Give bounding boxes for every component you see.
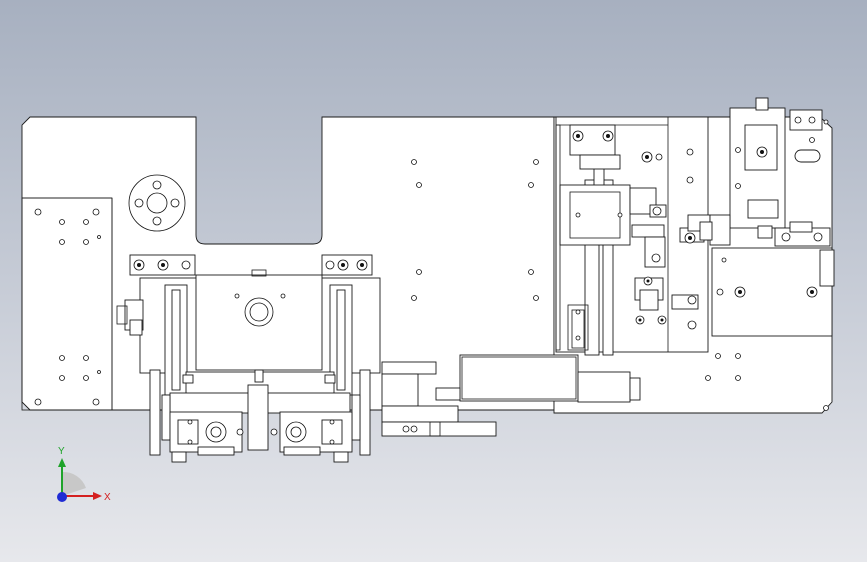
feed-channel bbox=[381, 361, 497, 437]
vertical-guide bbox=[559, 124, 631, 356]
valve-block-left bbox=[169, 411, 244, 463]
triad-z-axis bbox=[57, 492, 67, 502]
linear-cylinder bbox=[459, 354, 579, 402]
valve-block-right bbox=[270, 411, 353, 463]
coordinate-triad: X Y bbox=[57, 446, 111, 503]
triad-y-label: Y bbox=[58, 446, 65, 457]
bracket-screws bbox=[133, 259, 368, 271]
right-bracket-assembly bbox=[699, 97, 831, 247]
middle-plate-holes bbox=[411, 159, 539, 301]
left-plate-holes bbox=[34, 208, 101, 406]
fixture-rails bbox=[116, 284, 353, 396]
bearing-flange bbox=[128, 174, 186, 232]
triad-x-label: X bbox=[104, 492, 111, 503]
